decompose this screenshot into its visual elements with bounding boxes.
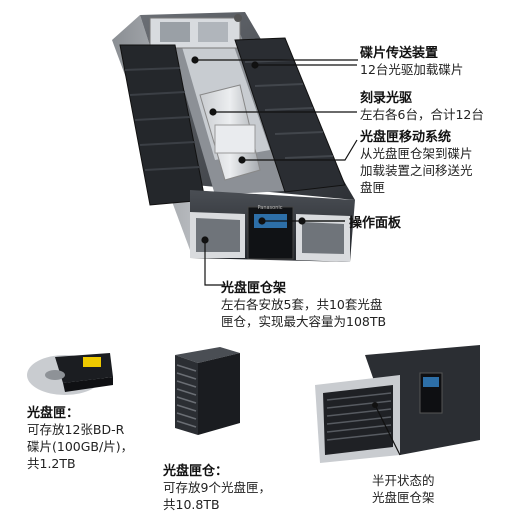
device-brand-label: Panasonic [257,205,282,211]
caption-magazine: 光盘匣仓： 可存放9个光盘匣， 共10.8TB [163,460,271,513]
caption-half-open-1: 半开状态的 [372,473,435,488]
callout-disc-transfer-title: 碟片传送装置 [360,46,439,61]
callout-burner: 刻录光驱 左右各6台，合计12台 [360,87,484,123]
callout-move-system-desc-3: 盘匣 [360,180,386,195]
callout-burner-desc: 左右各6台，合计12台 [360,107,484,122]
callout-move-system-desc-2: 加载装置之间移送光 [360,163,473,178]
caption-magazine-desc-2: 共10.8TB [163,497,220,512]
caption-cartridge-desc-1: 可存放12张BD-R [27,422,125,437]
magazine-illustration [175,347,240,435]
caption-cartridge-desc-2: 碟片(100GB/片)， [27,439,134,454]
caption-magazine-desc-1: 可存放9个光盘匣， [163,480,271,495]
callout-move-system: 光盘匣移动系统 从光盘匣仓架到碟片 加载装置之间移送光 盘匣 [360,126,473,196]
callout-rack: 光盘匣仓架 左右各安放5套，共10套光盘 匣仓，实现最大容量为108TB [221,277,386,330]
left-drive-stack [119,44,206,206]
caption-cartridge-title: 光盘匣： [27,406,80,421]
callout-rack-title: 光盘匣仓架 [221,281,287,296]
right-drive-stack [234,37,346,193]
callout-control-panel-title: 操作面板 [349,216,402,231]
caption-half-open: 半开状态的 光盘匣仓架 [372,472,435,506]
callout-control-panel: 操作面板 [349,212,401,231]
callout-move-system-desc-1: 从光盘匣仓架到碟片 [360,146,473,161]
callout-lines [191,56,358,286]
caption-magazine-title: 光盘匣仓： [163,464,229,479]
caption-cartridge: 光盘匣： 可存放12张BD-R 碟片(100GB/片)， 共1.2TB [27,402,133,472]
callout-rack-desc-2: 匣仓，实现最大容量为108TB [221,314,387,329]
callout-rack-desc-1: 左右各安放5套，共10套光盘 [221,297,383,312]
callout-move-system-title: 光盘匣移动系统 [360,130,452,145]
half-open-rack-illustration [315,345,480,463]
caption-half-open-2: 光盘匣仓架 [372,490,435,505]
caption-cartridge-desc-3: 共1.2TB [27,456,76,471]
callout-disc-transfer: 碟片传送装置 12台光驱加载碟片 [360,42,463,78]
cartridge-illustration [27,353,113,395]
callout-burner-title: 刻录光驱 [360,91,413,106]
callout-disc-transfer-desc: 12台光驱加载碟片 [360,62,464,77]
